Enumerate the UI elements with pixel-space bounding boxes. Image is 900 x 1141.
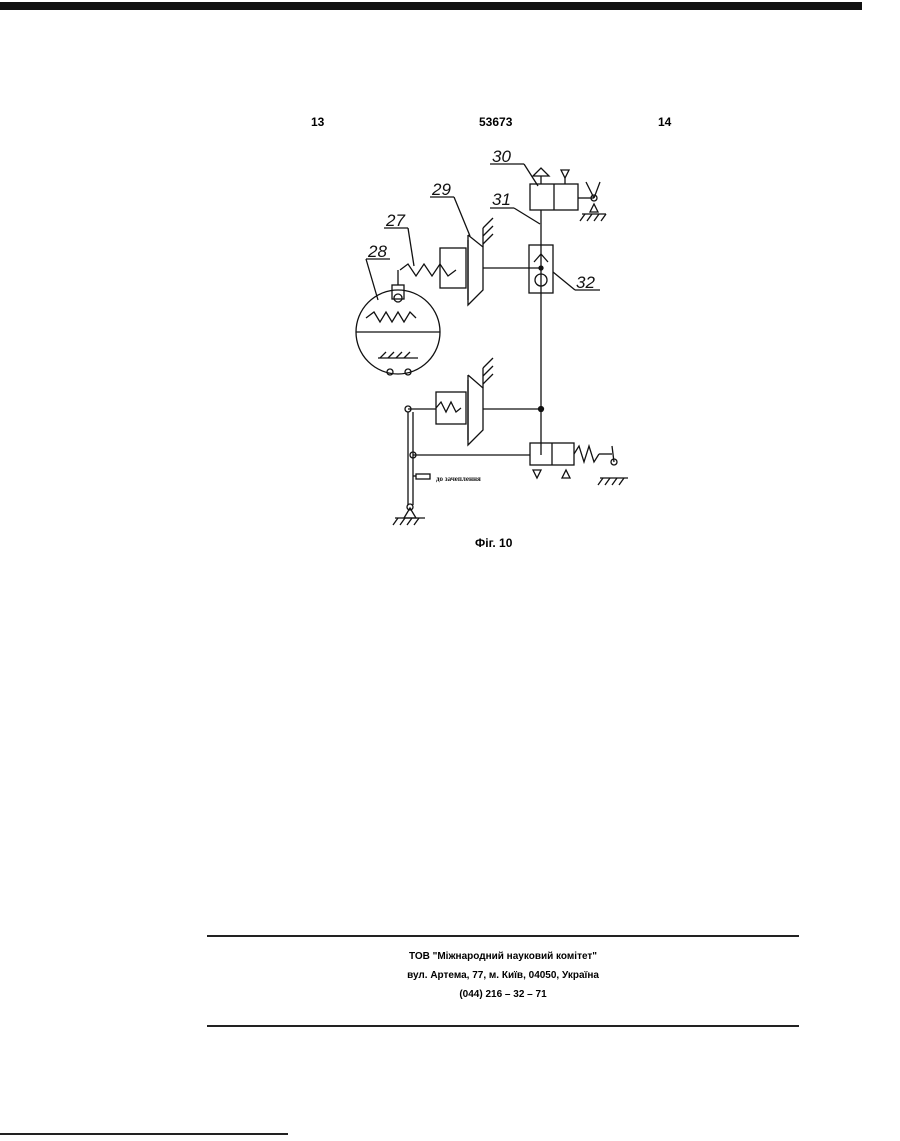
footer-rule-top [207, 935, 799, 937]
publisher-address: вул. Артема, 77, м. Київ, 04050, Україна [207, 967, 799, 984]
publisher-phone: (044) 216 – 32 – 71 [207, 986, 799, 1003]
label-29: 29 [431, 180, 451, 199]
label-31: 31 [492, 190, 511, 209]
bottom-rule [0, 1133, 288, 1135]
figure-note: до зачеплення [436, 475, 481, 483]
right-page-number: 14 [658, 115, 671, 129]
ground-bottom-left [393, 504, 425, 525]
top-rule [0, 2, 862, 10]
label-30: 30 [492, 147, 511, 166]
label-32: 32 [576, 273, 595, 292]
output-pipe [416, 474, 430, 479]
publisher-name: ТОВ "Міжнародний науковий комітет" [207, 948, 799, 965]
actuator-29 [400, 218, 541, 305]
footer-rule-bottom [207, 1025, 799, 1027]
label-28: 28 [367, 242, 387, 261]
figure-caption: Фіг. 10 [475, 536, 512, 550]
left-page-number: 13 [311, 115, 324, 129]
drum-28 [356, 270, 440, 375]
schematic-figure: 30 31 29 27 28 32 до зачеплення [340, 140, 640, 535]
document-number: 53673 [479, 115, 512, 129]
label-27: 27 [385, 211, 405, 230]
